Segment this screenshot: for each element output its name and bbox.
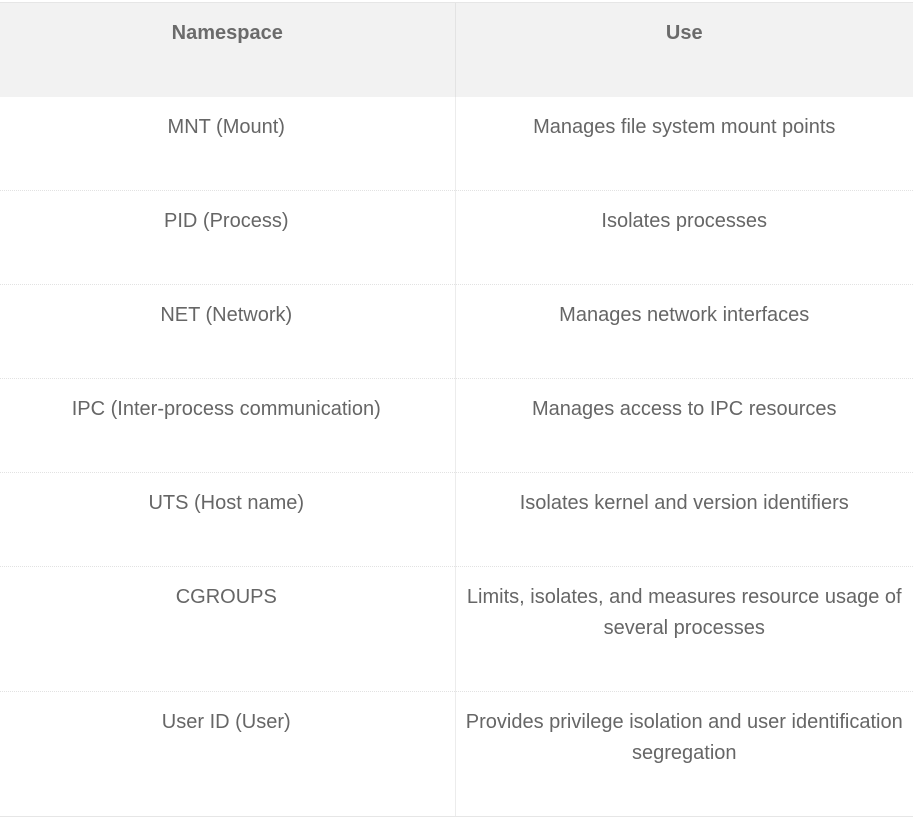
namespace-cell: NET (Network) bbox=[0, 284, 455, 379]
use-cell: Manages network interfaces bbox=[454, 284, 913, 379]
namespace-cell: IPC (Inter-process communication) bbox=[0, 378, 455, 473]
use-cell: Isolates kernel and version identifiers bbox=[454, 472, 913, 567]
namespace-cell: CGROUPS bbox=[0, 566, 455, 692]
use-cell: Manages file system mount points bbox=[454, 96, 913, 191]
table-row: PID (Process) Isolates processes bbox=[0, 190, 913, 285]
table-row: CGROUPS Limits, isolates, and measures r… bbox=[0, 566, 913, 692]
table-row: NET (Network) Manages network interfaces bbox=[0, 284, 913, 379]
use-cell: Manages access to IPC resources bbox=[454, 378, 913, 473]
header-namespace: Namespace bbox=[0, 2, 455, 97]
table-body: MNT (Mount) Manages file system mount po… bbox=[0, 96, 913, 817]
header-use: Use bbox=[454, 2, 913, 97]
table-row: User ID (User) Provides privilege isolat… bbox=[0, 691, 913, 817]
use-cell: Isolates processes bbox=[454, 190, 913, 285]
use-cell: Provides privilege isolation and user id… bbox=[454, 691, 913, 817]
namespace-cell: PID (Process) bbox=[0, 190, 455, 285]
namespace-cell: User ID (User) bbox=[0, 691, 455, 817]
table-row: MNT (Mount) Manages file system mount po… bbox=[0, 96, 913, 191]
use-cell: Limits, isolates, and measures resource … bbox=[454, 566, 913, 692]
table-row: IPC (Inter-process communication) Manage… bbox=[0, 378, 913, 473]
namespace-cell: MNT (Mount) bbox=[167, 115, 285, 138]
table-header: Namespace Use bbox=[0, 2, 913, 97]
header-row: Namespace Use bbox=[0, 2, 913, 97]
namespace-cell: UTS (Host name) bbox=[0, 472, 455, 567]
table-row: UTS (Host name) Isolates kernel and vers… bbox=[0, 472, 913, 567]
